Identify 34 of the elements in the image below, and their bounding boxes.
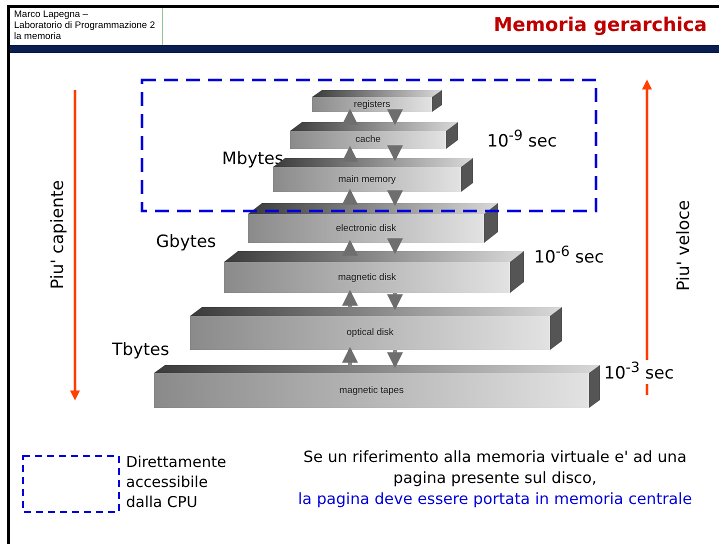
arrow xyxy=(387,238,403,254)
arrow xyxy=(387,145,403,162)
level-label: registers xyxy=(354,98,390,110)
arrow xyxy=(342,188,358,205)
author-text: Marco Lapegna – xyxy=(14,9,88,20)
capacity-label: Gbytes xyxy=(156,232,216,252)
arrow xyxy=(387,109,403,126)
level-label: cache xyxy=(355,134,381,145)
topic-text: la memoria xyxy=(14,31,61,42)
arrow xyxy=(342,108,358,125)
capacity-label: Tbytes xyxy=(112,340,170,360)
access-time-label: 10$^{-6}$ sec xyxy=(534,244,604,268)
arrow xyxy=(387,350,403,368)
capacity-label: Mbytes xyxy=(222,149,284,169)
level-label: main memory xyxy=(338,174,396,184)
level-label: optical disk xyxy=(346,327,394,338)
arrow xyxy=(342,146,358,162)
access-time-label: 10$^{-3}$ sec xyxy=(604,360,674,384)
arrow xyxy=(387,190,403,206)
arrow xyxy=(342,240,358,256)
access-time-label: 10$^{-9}$ sec xyxy=(487,128,557,152)
note-text: la pagina deve essere portata in memoria centrale xyxy=(296,489,694,510)
direction-label: Piu' veloce xyxy=(674,200,694,291)
note-text: Se un riferimento alla memoria virtuale e' ad una pagina presente sul disco, xyxy=(302,447,688,489)
arrow xyxy=(342,346,358,365)
arrow xyxy=(342,290,358,307)
arrow xyxy=(387,293,403,310)
level-label: magnetic disk xyxy=(338,272,396,282)
level-label: magnetic tapes xyxy=(339,384,404,396)
slide-title: Memoria gerarchica xyxy=(494,14,707,36)
legend-text: Direttamente accessibile dalla CPU xyxy=(126,452,228,512)
direction-label: Piu' capiente xyxy=(48,180,68,290)
course-text: Laboratorio di Programmazione 2 xyxy=(14,20,155,31)
level-label: electronic disk xyxy=(336,222,396,234)
